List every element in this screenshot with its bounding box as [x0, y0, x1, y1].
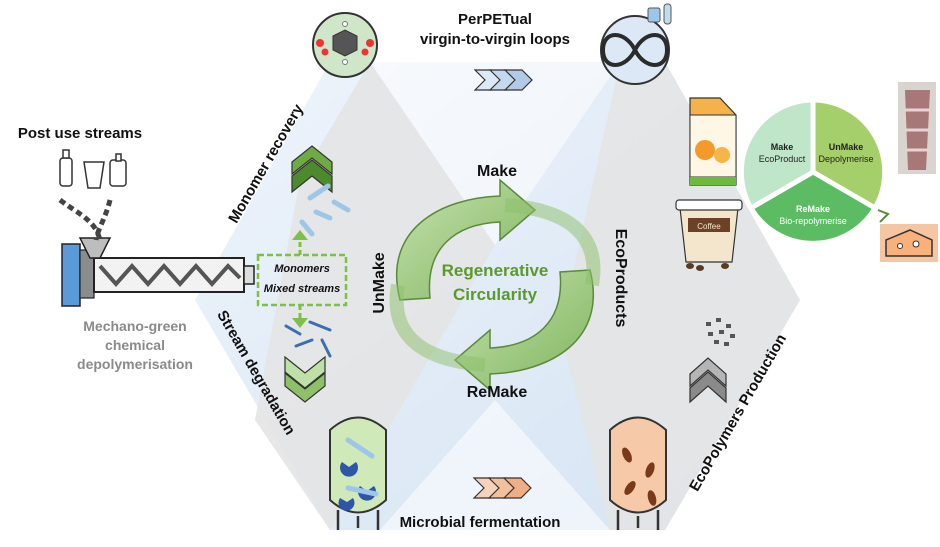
- perpetual-label: PerPETual: [458, 11, 532, 28]
- coffee-label: Coffee: [697, 222, 721, 231]
- cycle-pie: [738, 97, 890, 246]
- infinity-node: [600, 3, 672, 85]
- molecule-node: [312, 12, 378, 78]
- right-up-chevrons: [689, 357, 727, 404]
- left-up-chevrons: [291, 145, 333, 194]
- left-down-chevrons: [284, 355, 326, 403]
- monomer-fragments: [284, 183, 351, 358]
- mechano-label-line2: chemical: [105, 337, 165, 353]
- textile-photo: [898, 82, 936, 174]
- mechano-label-line3: depolymerisation: [77, 356, 193, 372]
- make-label: Make: [477, 163, 517, 180]
- mechano-label-line1: Mechano-green: [83, 318, 186, 334]
- extruder: [58, 197, 255, 307]
- regenerative-label: Regenerative: [442, 261, 549, 280]
- remake-label: ReMake: [467, 384, 528, 401]
- top-chevrons: [473, 69, 533, 91]
- pie-make-title: Make: [771, 142, 794, 152]
- circular-arrows: [389, 178, 601, 392]
- pie-make-sub: EcoProduct: [759, 154, 806, 164]
- circularity-label: Circularity: [453, 285, 538, 304]
- cheese-icon: [880, 224, 938, 262]
- green-fermenter: [329, 416, 387, 530]
- mixed-streams-label: Mixed streams: [264, 283, 340, 295]
- microbial-fermentation-label: Microbial fermentation: [400, 514, 561, 531]
- coffee-cup-icon: Coffee: [675, 199, 743, 271]
- virgin-loops-label: virgin-to-virgin loops: [420, 31, 570, 48]
- juice-carton-icon: [689, 97, 737, 186]
- bottom-chevrons: [472, 477, 532, 499]
- pie-remake-title: ReMake: [796, 204, 830, 214]
- monomers-label: Monomers: [274, 263, 330, 275]
- pie-unmake-title: UnMake: [829, 142, 864, 152]
- orange-fermenter: [609, 416, 667, 530]
- stream-box: [256, 230, 348, 328]
- unmake-label: UnMake: [371, 252, 388, 313]
- ecoproducts-label: EcoProducts: [612, 229, 629, 328]
- pie-unmake-sub: Depolymerise: [818, 154, 873, 164]
- pellets: [706, 318, 735, 346]
- pie-remake-sub: Bio-repolymerise: [779, 216, 847, 226]
- post-use-streams-label: Post use streams: [18, 125, 142, 142]
- waste-containers: [59, 149, 127, 189]
